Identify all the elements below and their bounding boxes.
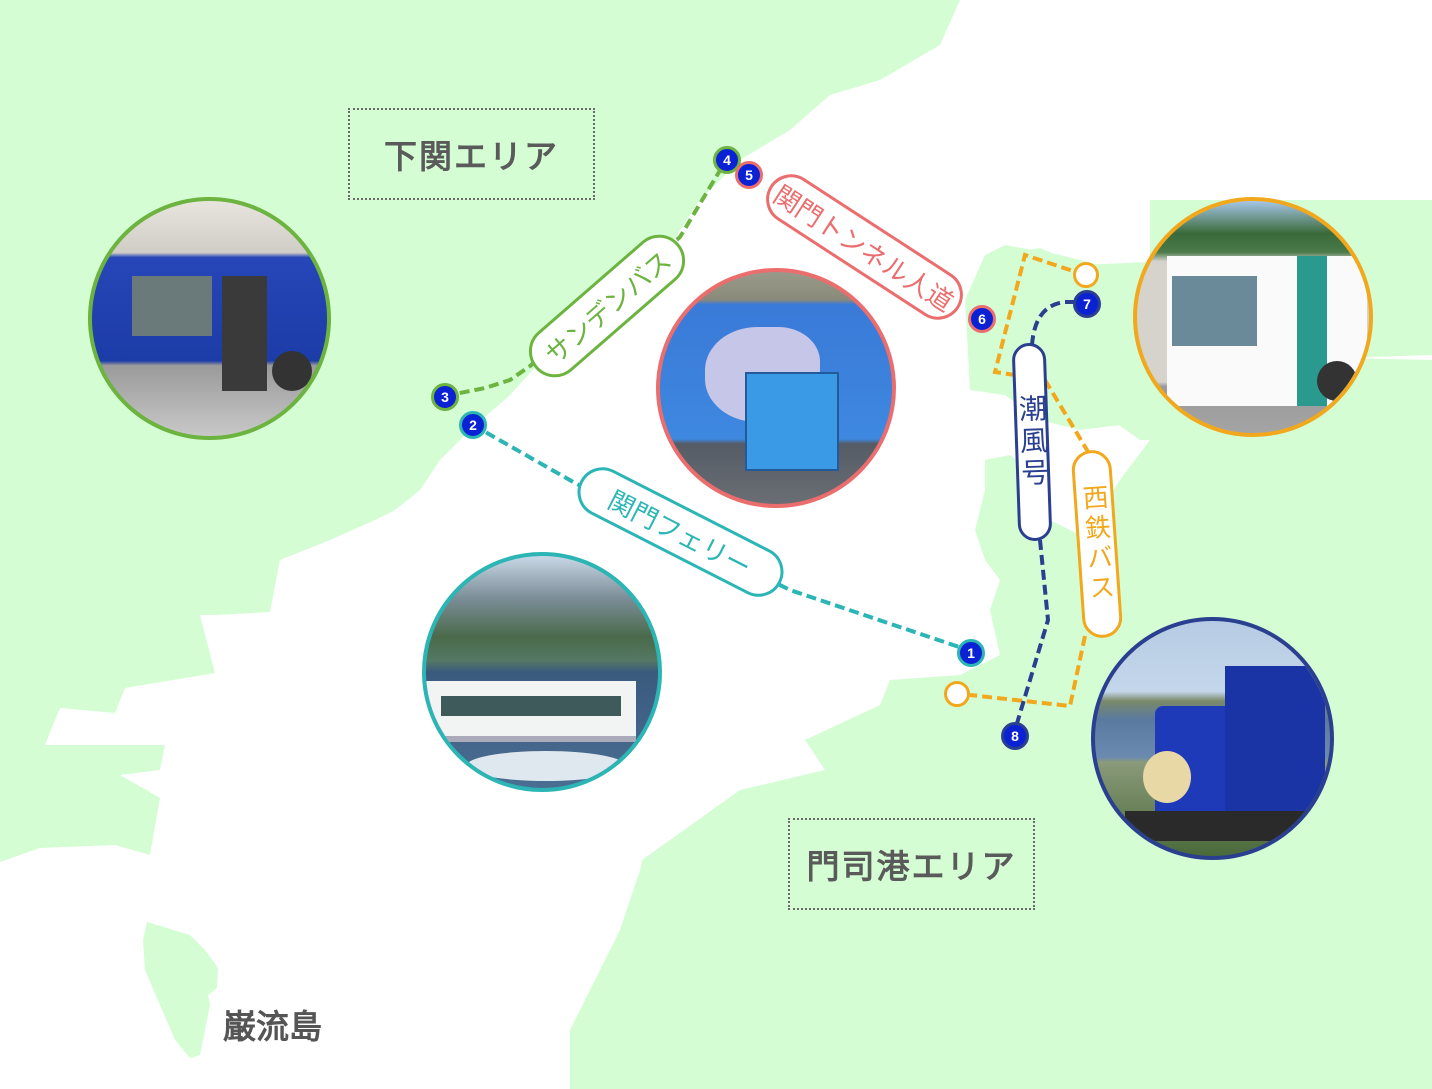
bus-door (222, 276, 267, 391)
bus-wheel (272, 351, 312, 391)
area-label-shimonoseki: 下関エリア (348, 108, 595, 200)
sanden-bus-photo (88, 197, 331, 440)
land-ganryujima (143, 922, 218, 1058)
stop-2[interactable]: 2 (459, 411, 487, 439)
nishitetsu-stop-south[interactable] (944, 681, 970, 707)
route-line-sanden-bus (444, 160, 727, 398)
stop-3[interactable]: 3 (431, 383, 459, 411)
area-label-mojiko: 門司港エリア (788, 818, 1035, 910)
bus-windshield (1172, 276, 1257, 346)
route-line-shiokaze-2 (1013, 539, 1051, 731)
stop-7[interactable]: 7 (1073, 290, 1101, 318)
stop-8[interactable]: 8 (1001, 722, 1029, 750)
island-label-ganryujima: 巌流島 (223, 1007, 322, 1046)
route-label-shiokaze[interactable]: 潮風号 (1011, 342, 1053, 542)
stop-6[interactable]: 6 (968, 305, 996, 333)
ferry-photo (422, 552, 662, 792)
stop-5[interactable]: 5 (735, 161, 763, 189)
tunnel-entrance-photo (656, 268, 896, 508)
elevator-door (745, 372, 839, 471)
route-line-nishitetsu-bus-3 (969, 635, 1087, 709)
route-line-shiokaze (1030, 300, 1075, 346)
train-underframe (1125, 811, 1325, 841)
land-moji-north (965, 245, 1160, 430)
train-emblem (1143, 751, 1191, 803)
ferry-windows (441, 696, 621, 716)
nishitetsu-stop-north[interactable] (1073, 262, 1099, 288)
bus-window (132, 276, 212, 336)
shiokaze-train-photo (1091, 617, 1334, 860)
nishitetsu-bus-photo (1133, 197, 1373, 437)
route-line-ferry (472, 423, 969, 652)
stop-1[interactable]: 1 (957, 639, 985, 667)
train-car (1225, 666, 1325, 811)
route-line-nishitetsu-bus (992, 252, 1086, 377)
bus-wheel (1317, 361, 1357, 401)
ferry-wake (466, 751, 626, 781)
